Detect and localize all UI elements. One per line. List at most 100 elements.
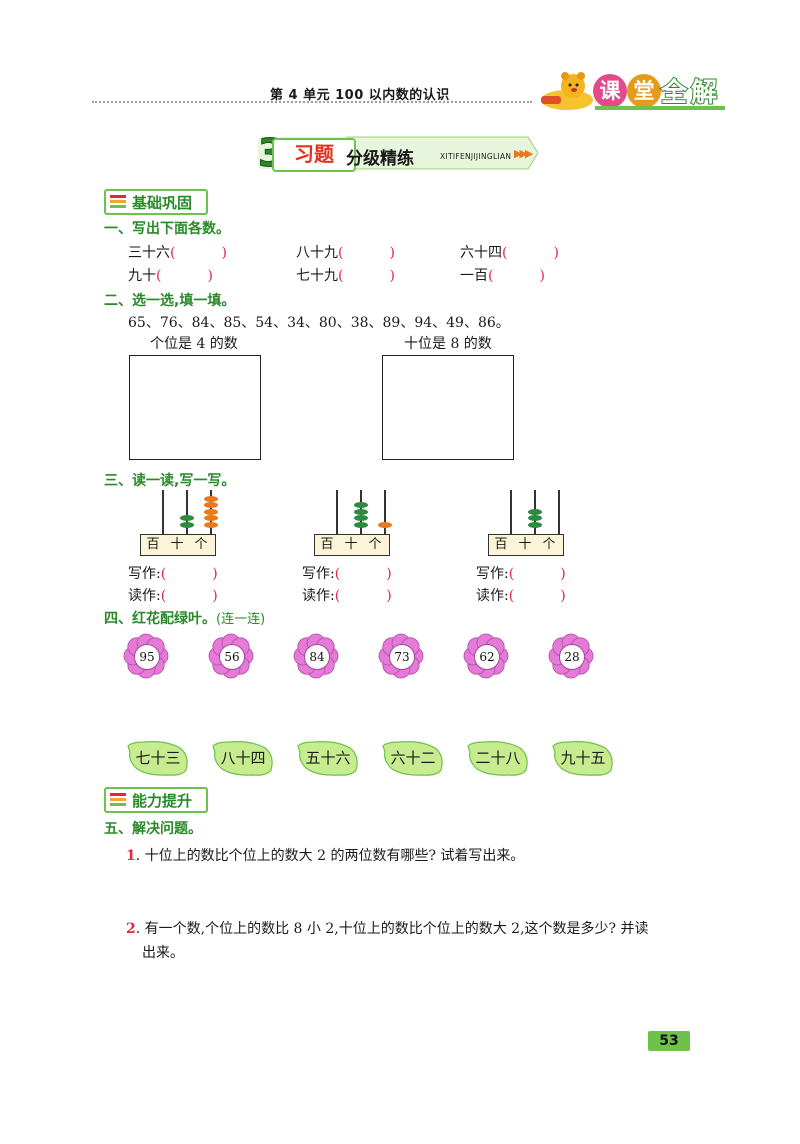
read-label: 读作: <box>476 588 509 604</box>
place-label: 个 <box>194 537 208 552</box>
q1-item-2-text: 八十九 <box>296 245 338 261</box>
q1-item-1-text: 三十六 <box>128 245 170 261</box>
abacus-place-labels: 百十个 <box>140 534 216 556</box>
paren-open: ( <box>338 245 344 261</box>
q1-item-3-text: 六十四 <box>460 245 502 261</box>
abacus-rod-ones <box>558 490 560 534</box>
abacus-bead <box>354 521 368 528</box>
q2-numbers: 65、76、84、85、54、34、80、38、89、94、49、86。 <box>128 315 510 331</box>
problem-text: . 十位上的数比个位上的数大 2 的两位数有哪些? 试着写出来。 <box>135 848 525 864</box>
leaf-shape-icon <box>127 741 188 776</box>
q2-answer-box-1[interactable] <box>129 355 261 460</box>
abacus-bead <box>378 521 392 528</box>
paren-open: ( <box>156 268 162 284</box>
q1-item-1: 三十六() <box>128 242 227 262</box>
flower-62[interactable]: 62 <box>463 633 509 679</box>
q1-item-5-text: 七十九 <box>296 268 338 284</box>
bear-mascot-icon <box>541 72 593 110</box>
leaf-text: 八十四 <box>220 749 266 767</box>
leaf-shape-icon <box>212 741 273 776</box>
q3-write-3: 写作:() <box>476 566 566 582</box>
flower-number: 95 <box>134 644 160 670</box>
write-label: 写作: <box>128 566 161 582</box>
brand-char-2: 堂 <box>627 74 661 108</box>
q2-answer-box-2[interactable] <box>382 355 514 460</box>
page-number: 53 <box>648 1031 690 1051</box>
leaf-2[interactable]: 八十四 <box>211 740 275 776</box>
leaf-3[interactable]: 五十六 <box>296 740 360 776</box>
banner-pinyin: XITIFENJIJINGLIAN <box>440 152 512 161</box>
leaf-shape-icon <box>297 741 358 776</box>
leaf-5[interactable]: 二十八 <box>466 740 530 776</box>
paren-open: ( <box>338 268 344 284</box>
place-label: 个 <box>542 537 556 552</box>
place-label: 百 <box>320 537 334 552</box>
q5-problem-2: 2. 有一个数,个位上的数比 8 小 2,十位上的数比个位上的数大 2,这个数是… <box>126 918 648 938</box>
place-label: 十 <box>170 537 184 552</box>
paren-open: ( <box>502 245 508 261</box>
leaf-6[interactable]: 九十五 <box>551 740 615 776</box>
paren-close: ) <box>207 268 213 284</box>
place-label: 百 <box>146 537 160 552</box>
flower-73[interactable]: 73 <box>378 633 424 679</box>
leaf-shape-icon <box>382 741 443 776</box>
abacus-bead <box>528 521 542 528</box>
abacus-bead <box>180 521 194 528</box>
write-label: 写作: <box>302 566 335 582</box>
q3-write-2: 写作:() <box>302 566 392 582</box>
brand-char-3: 全 <box>660 77 690 109</box>
paren-open: ( <box>170 245 176 261</box>
flower-95[interactable]: 95 <box>123 633 169 679</box>
leaf-1[interactable]: 七十三 <box>126 740 190 776</box>
abacus-rod-hundreds <box>162 490 164 534</box>
paren-close: ) <box>221 245 227 261</box>
flower-number: 62 <box>474 644 500 670</box>
section-tag-basic: 基础巩固 <box>104 189 208 215</box>
place-label: 十 <box>518 537 532 552</box>
problem-text: . 有一个数,个位上的数比 8 小 2,十位上的数比个位上的数大 2,这个数是多… <box>135 921 649 937</box>
q1-heading: 一、写出下面各数。 <box>104 221 230 237</box>
read-label: 读作: <box>128 588 161 604</box>
abacus-rod-ones <box>384 490 386 534</box>
stack-icon <box>110 195 126 209</box>
leaf-4[interactable]: 六十二 <box>381 740 445 776</box>
abacus-bead <box>180 515 194 521</box>
abacus-bead <box>204 495 218 502</box>
section-tag-advanced-label: 能力提升 <box>132 792 193 810</box>
abacus-bead <box>354 508 368 515</box>
q1-item-6: 一百() <box>460 265 545 285</box>
banner-title: 分级精练 <box>346 149 414 169</box>
problem-number: 2 <box>126 921 136 937</box>
paren-close: ) <box>389 268 395 284</box>
abacus-rod-hundreds <box>336 490 338 534</box>
abacus-rod-hundreds <box>510 490 512 534</box>
paren-close: ) <box>389 245 395 261</box>
place-label: 十 <box>344 537 358 552</box>
banner-arrows-icon: ▶▶▶ <box>514 147 533 160</box>
brand-char-1: 课 <box>593 74 627 108</box>
stack-icon <box>110 793 126 807</box>
flower-number: 28 <box>559 644 585 670</box>
q1-item-4-text: 九十 <box>128 268 156 284</box>
paren-open: ( <box>488 268 494 284</box>
abacus-bead <box>528 508 542 515</box>
flower-number: 73 <box>389 644 415 670</box>
exercise-banner: 3 习题 分级精练 XITIFENJIJINGLIAN ▶▶▶ <box>257 133 538 174</box>
flower-84[interactable]: 84 <box>293 633 339 679</box>
header-dotted-rule <box>92 101 532 103</box>
leaf-text: 九十五 <box>560 749 606 767</box>
q5-heading: 五、解决问题。 <box>104 821 202 837</box>
leaf-text: 六十二 <box>390 749 436 767</box>
flower-28[interactable]: 28 <box>548 633 594 679</box>
paren-close: ) <box>539 268 545 284</box>
write-label: 写作: <box>476 566 509 582</box>
q1-item-4: 九十() <box>128 265 213 285</box>
flower-56[interactable]: 56 <box>208 633 254 679</box>
q5-problem-1: 1. 十位上的数比个位上的数大 2 的两位数有哪些? 试着写出来。 <box>126 845 524 865</box>
leaf-text: 二十八 <box>475 749 521 767</box>
brand-underline <box>595 106 725 110</box>
banner-tag: 习题 <box>272 138 356 172</box>
brand-char-4: 解 <box>690 77 720 109</box>
q3-read-2: 读作:() <box>302 588 392 604</box>
q1-item-5: 七十九() <box>296 265 395 285</box>
